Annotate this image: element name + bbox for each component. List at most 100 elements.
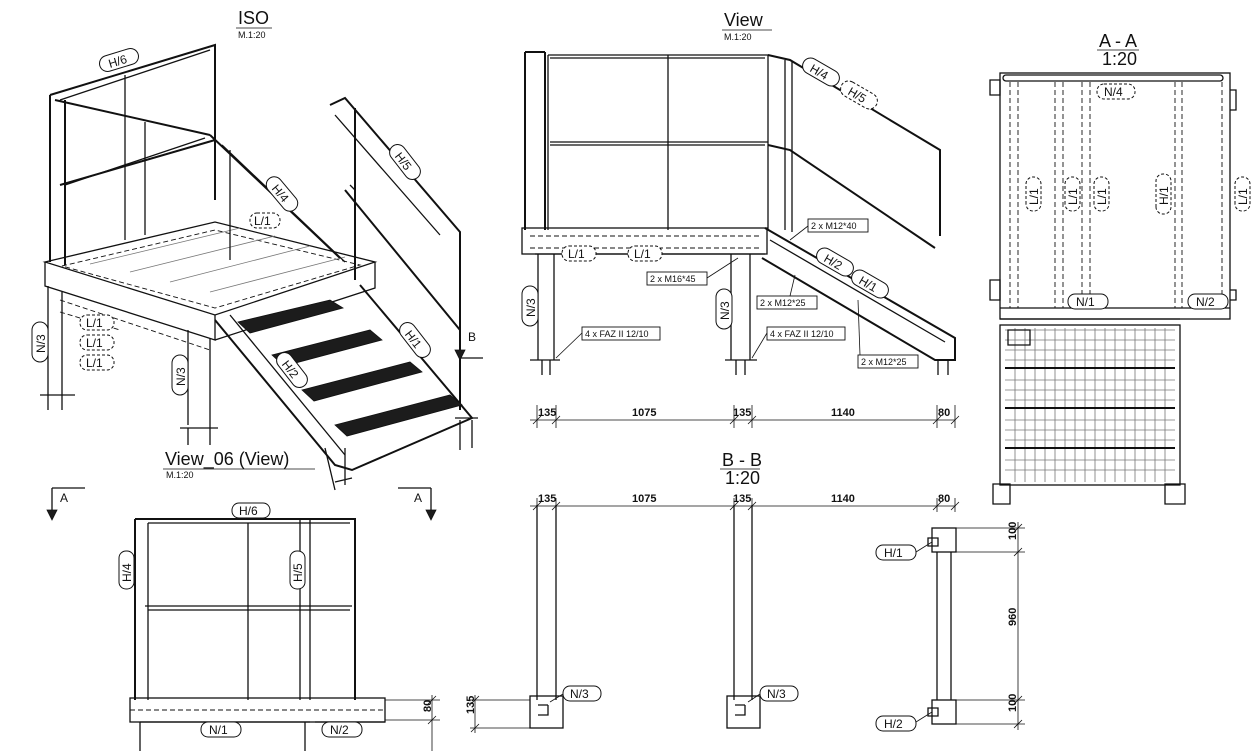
iso-tag-l1-stack-2: L/1 xyxy=(79,334,115,351)
front-tag-n3-right: N/3 xyxy=(715,288,733,330)
view06-tag-n2: N/2 xyxy=(321,721,363,738)
aa-tag-h1: H/1 xyxy=(1155,173,1172,215)
note-m12x25-b: 2 x M12*25 xyxy=(857,299,919,369)
front-tag-h4: H/4 xyxy=(802,57,840,87)
view06-drawing xyxy=(129,518,440,751)
svg-text:L/1: L/1 xyxy=(1236,188,1250,205)
svg-text:N/2: N/2 xyxy=(330,723,349,737)
bb-dim-135-a: 135 xyxy=(538,493,556,505)
aa-tag-n2: N/2 xyxy=(1187,293,1229,310)
aa-tag-l1-3: L/1 xyxy=(1093,176,1110,212)
iso-tag-h6: H/6 xyxy=(99,47,139,73)
svg-text:2 x M12*40: 2 x M12*40 xyxy=(811,221,857,231)
svg-text:N/3: N/3 xyxy=(174,367,188,386)
note-m12x40: 2 x M12*40 xyxy=(789,218,869,241)
front-view-dimensions: 135 1075 135 1140 80 xyxy=(530,405,960,428)
bb-dim-1075: 1075 xyxy=(632,493,656,505)
front-dim-80: 80 xyxy=(938,407,950,419)
svg-text:4 x FAZ II 12/10: 4 x FAZ II 12/10 xyxy=(770,329,834,339)
bb-dim-135-vertical: 135 xyxy=(465,696,477,714)
section-bb-scale: 1:20 xyxy=(725,468,760,488)
front-tag-n3-left: N/3 xyxy=(521,285,539,327)
iso-tag-h5: H/5 xyxy=(389,144,421,180)
svg-text:N/2: N/2 xyxy=(1196,295,1215,309)
view06-tags: H/6 H/4 H/5 N/1 N/2 80 xyxy=(118,502,434,738)
iso-tag-h4: H/4 xyxy=(265,176,299,212)
front-tag-l1-b: L/1 xyxy=(627,245,663,262)
section-aa-drawing xyxy=(989,72,1237,505)
aa-tag-n4: N/4 xyxy=(1096,83,1136,100)
svg-text:2 x M16*45: 2 x M16*45 xyxy=(650,274,696,284)
svg-text:H/6: H/6 xyxy=(107,52,129,71)
svg-text:H/1: H/1 xyxy=(884,546,903,560)
svg-text:H/2: H/2 xyxy=(884,717,903,731)
svg-text:N/3: N/3 xyxy=(570,687,589,701)
note-faz-left: 4 x FAZ II 12/10 xyxy=(555,326,661,359)
front-tag-h1: H/1 xyxy=(851,269,889,299)
svg-text:4 x FAZ II 12/10: 4 x FAZ II 12/10 xyxy=(585,329,649,339)
view06-tag-h5: H/5 xyxy=(289,550,306,590)
svg-text:2 x M12*25: 2 x M12*25 xyxy=(861,357,907,367)
front-dim-135-b: 135 xyxy=(733,407,751,419)
aa-tag-l1-1: L/1 xyxy=(1025,176,1042,212)
svg-text:H/4: H/4 xyxy=(120,563,134,582)
svg-text:L/1: L/1 xyxy=(86,356,103,370)
front-view-scale: M.1:20 xyxy=(724,32,752,42)
svg-text:H/5: H/5 xyxy=(291,563,305,582)
section-bb-labels: 135 1075 135 1140 80 135 100 960 100 N/3… xyxy=(465,493,1019,732)
section-aa-scale: 1:20 xyxy=(1102,49,1137,69)
svg-text:L/1: L/1 xyxy=(1095,188,1109,205)
section-aa-tags: N/4 L/1 L/1 L/1 H/1 L/1 N/1 N/2 xyxy=(1025,83,1251,310)
section-marker-b: B xyxy=(454,330,483,361)
section-bb-title: B - B xyxy=(722,450,762,470)
iso-view-title: ISO xyxy=(238,8,269,28)
section-marker-a-left: A xyxy=(46,487,85,521)
svg-text:B: B xyxy=(468,330,476,344)
svg-text:N/1: N/1 xyxy=(209,723,228,737)
svg-text:L/1: L/1 xyxy=(568,247,585,261)
svg-text:L/1: L/1 xyxy=(86,336,103,350)
bb-tag-n3-right: N/3 xyxy=(747,685,799,703)
bb-dim-100-top: 100 xyxy=(1007,522,1019,540)
svg-text:N/1: N/1 xyxy=(1076,295,1095,309)
bb-tag-n3-left: N/3 xyxy=(549,685,602,703)
bb-tag-h1: H/1 xyxy=(875,541,933,561)
svg-text:L/1: L/1 xyxy=(634,247,651,261)
section-marker-a-right: A xyxy=(398,487,437,521)
iso-view-scale: M.1:20 xyxy=(238,30,266,40)
svg-text:2 x M12*25: 2 x M12*25 xyxy=(760,298,806,308)
svg-text:N/3: N/3 xyxy=(718,301,732,320)
svg-text:L/1: L/1 xyxy=(1066,188,1080,205)
front-view-title: View xyxy=(724,10,764,30)
svg-text:L/1: L/1 xyxy=(1027,188,1041,205)
note-m16x45: 2 x M16*45 xyxy=(646,257,739,286)
iso-tag-h1: H/1 xyxy=(399,322,431,358)
bb-tag-h2: H/2 xyxy=(875,711,933,732)
front-tag-h5: H/5 xyxy=(840,80,878,110)
front-view-notes: 2 x M12*40 2 x M16*45 2 x M12*25 2 x M12… xyxy=(555,218,919,369)
iso-tag-l1-stack-1: L/1 xyxy=(79,314,115,331)
view06-title: View_06 (View) xyxy=(165,449,289,470)
front-dim-135-a: 135 xyxy=(538,407,556,419)
aa-tag-l1-2: L/1 xyxy=(1064,176,1081,212)
note-faz-right: 4 x FAZ II 12/10 xyxy=(751,326,846,359)
svg-text:A: A xyxy=(60,491,68,505)
iso-tag-l1: L/1 xyxy=(249,212,281,229)
front-tag-l1-a: L/1 xyxy=(561,245,597,262)
view06-tag-h4: H/4 xyxy=(118,550,135,590)
view-titles: ISO M.1:20 View M.1:20 A - A 1:20 View_0… xyxy=(163,8,1139,488)
iso-tag-l1-stack-3: L/1 xyxy=(79,354,115,371)
view06-tag-n1: N/1 xyxy=(200,721,242,738)
svg-text:N/4: N/4 xyxy=(1104,85,1123,99)
svg-text:H/1: H/1 xyxy=(1157,186,1171,205)
svg-text:L/1: L/1 xyxy=(86,316,103,330)
section-bb-drawing xyxy=(470,498,1025,733)
bb-dim-1140: 1140 xyxy=(831,493,855,505)
front-dim-1075: 1075 xyxy=(632,407,656,419)
svg-text:H/6: H/6 xyxy=(239,504,258,518)
svg-text:A: A xyxy=(414,491,422,505)
front-view-tags: H/4 H/5 L/1 L/1 H/2 H/1 N/3 N/3 xyxy=(521,57,889,330)
section-aa-title: A - A xyxy=(1099,31,1137,51)
view06-scale: M.1:20 xyxy=(166,470,194,480)
